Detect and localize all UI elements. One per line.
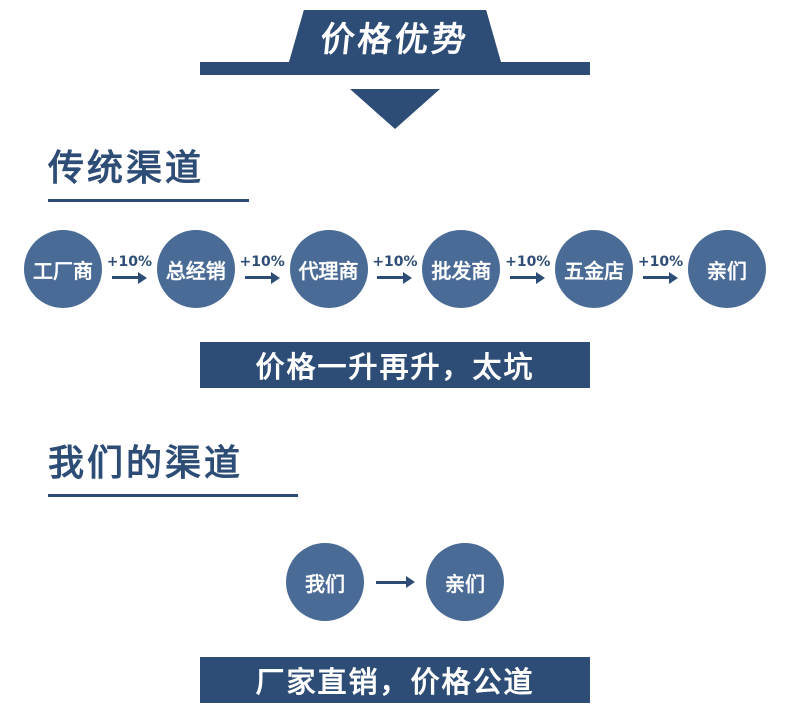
markup-percent-label: +10% bbox=[372, 253, 418, 270]
arrow-shaft bbox=[375, 580, 406, 584]
arrow-shaft bbox=[244, 276, 271, 279]
direct-link bbox=[364, 576, 426, 588]
right-arrow-icon bbox=[111, 271, 147, 284]
arrow-head bbox=[137, 271, 147, 284]
arrow-head bbox=[536, 271, 546, 284]
arrow-shaft bbox=[643, 276, 670, 279]
arrow-head bbox=[669, 271, 679, 284]
arrow-head bbox=[405, 576, 415, 588]
flow-node-label: 五金店 bbox=[564, 258, 625, 283]
our-channel-flow: 我们 亲们 bbox=[0, 543, 790, 621]
markup-link-1: +10% bbox=[107, 255, 152, 284]
right-arrow-icon bbox=[377, 271, 413, 284]
title-ribbon-bar bbox=[200, 62, 590, 75]
title-ribbon-plate: 价格优势 bbox=[289, 10, 501, 62]
flow-node-wholesaler: 批发商 bbox=[422, 230, 501, 308]
page-root: 价格优势 传统渠道 工厂商 +10% 总经销 +10% bbox=[0, 10, 790, 703]
arrow-shaft bbox=[111, 276, 138, 279]
markup-percent-label: +10% bbox=[106, 253, 153, 270]
markup-link-3: +10% bbox=[372, 253, 418, 284]
ours-banner: 厂家直销，价格公道 bbox=[200, 657, 590, 703]
arrow-head bbox=[403, 271, 413, 284]
markup-percent-label: +10% bbox=[637, 253, 684, 270]
flow-node-label: 批发商 bbox=[431, 258, 492, 283]
markup-percent-label: +10% bbox=[239, 253, 285, 270]
ours-banner-text: 厂家直销，价格公道 bbox=[255, 665, 535, 699]
traditional-banner-text: 价格一升再升，太坑 bbox=[255, 350, 535, 384]
right-arrow-icon bbox=[643, 271, 679, 284]
section-heading-ours: 我们的渠道 bbox=[48, 434, 790, 497]
flow-node-label: 代理商 bbox=[298, 258, 359, 283]
flow-node-customers: 亲们 bbox=[426, 543, 504, 621]
flow-node-hardware-store: 五金店 bbox=[555, 230, 634, 308]
flow-node-label: 工厂商 bbox=[33, 258, 93, 283]
flow-node-label: 总经销 bbox=[165, 258, 226, 283]
flow-node-label: 亲们 bbox=[706, 258, 747, 283]
flow-node-customers: 亲们 bbox=[687, 230, 766, 308]
flow-node-label: 我们 bbox=[305, 571, 345, 596]
markup-percent-label: +10% bbox=[505, 253, 551, 270]
traditional-channel-flow: 工厂商 +10% 总经销 +10% 代理商 +10% bbox=[0, 230, 790, 308]
flow-node-agent: 代理商 bbox=[289, 230, 368, 308]
right-arrow-icon bbox=[244, 271, 280, 284]
flow-node-factory: 工厂商 bbox=[24, 230, 102, 308]
traditional-banner: 价格一升再升，太坑 bbox=[200, 342, 590, 388]
traditional-heading-text: 传统渠道 bbox=[48, 139, 250, 202]
markup-link-2: +10% bbox=[240, 255, 285, 284]
section-heading-traditional: 传统渠道 bbox=[48, 139, 790, 202]
right-arrow-icon bbox=[375, 576, 415, 588]
arrow-shaft bbox=[377, 276, 404, 279]
right-arrow-icon bbox=[510, 271, 546, 284]
markup-link-4: +10% bbox=[505, 255, 550, 284]
title-ribbon: 价格优势 bbox=[0, 10, 790, 129]
markup-link-5: +10% bbox=[638, 255, 683, 284]
flow-node-general-distributor: 总经销 bbox=[156, 230, 235, 308]
flow-node-label: 亲们 bbox=[445, 571, 485, 596]
page-title: 价格优势 bbox=[318, 19, 471, 60]
arrow-head bbox=[270, 271, 280, 284]
down-arrow-icon bbox=[350, 89, 440, 129]
ours-heading-text: 我们的渠道 bbox=[48, 434, 299, 497]
arrow-shaft bbox=[510, 276, 537, 279]
flow-node-us: 我们 bbox=[286, 543, 364, 621]
